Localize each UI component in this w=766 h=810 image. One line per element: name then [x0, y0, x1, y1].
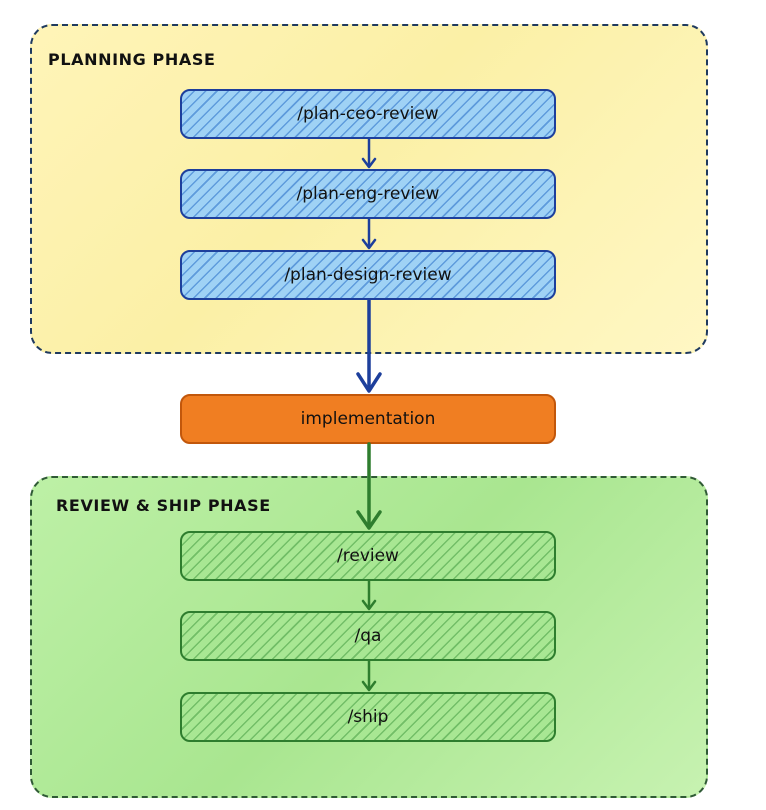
- ship-node[interactable]: /ship: [180, 692, 556, 742]
- qa-node[interactable]: /qa: [180, 611, 556, 661]
- arrow-review-to-qa: [361, 579, 377, 611]
- implementation-node[interactable]: implementation: [180, 394, 556, 444]
- arrow-eng-to-design: [361, 217, 377, 250]
- plan-ceo-review-node[interactable]: /plan-ceo-review: [180, 89, 556, 139]
- review-node[interactable]: /review: [180, 531, 556, 581]
- plan-eng-review-node[interactable]: /plan-eng-review: [180, 169, 556, 219]
- planning-phase-title: PLANNING PHASE: [48, 50, 216, 69]
- arrow-design-to-implementation: [356, 298, 382, 393]
- arrow-qa-to-ship: [361, 659, 377, 692]
- arrow-implementation-to-review: [356, 442, 382, 530]
- plan-design-review-node[interactable]: /plan-design-review: [180, 250, 556, 300]
- review-ship-phase-title: REVIEW & SHIP PHASE: [56, 496, 271, 515]
- arrow-ceo-to-eng: [361, 137, 377, 169]
